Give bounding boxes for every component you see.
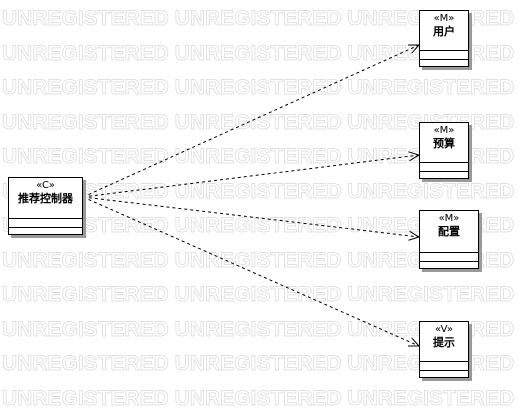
edge-to-user-arrowhead <box>407 44 421 54</box>
class-box-config[interactable]: «M» 配置 <box>419 210 479 269</box>
user-stereotype: «M» <box>433 13 455 24</box>
controller-name: 推荐控制器 <box>18 192 73 205</box>
attributes-compartment <box>420 162 468 171</box>
edge-to-config <box>82 196 420 238</box>
edge-to-budget <box>82 154 420 198</box>
attributes-compartment <box>420 361 468 370</box>
class-box-hint[interactable]: «V» 提示 <box>419 321 469 378</box>
edge-to-budget-arrowhead <box>408 151 421 162</box>
attributes-compartment <box>420 50 468 59</box>
user-name: 用户 <box>433 25 455 38</box>
budget-stereotype: «M» <box>433 125 455 136</box>
hint-name: 提示 <box>433 336 455 349</box>
budget-name: 预算 <box>433 137 455 150</box>
operations-compartment <box>420 261 478 270</box>
edge-to-hint <box>82 196 420 347</box>
attributes-compartment <box>420 252 478 261</box>
class-box-budget[interactable]: «M» 预算 <box>419 122 469 179</box>
operations-compartment <box>420 171 468 180</box>
edge-to-config-arrowhead <box>408 230 421 241</box>
hint-stereotype: «V» <box>435 324 453 335</box>
dependency-edges <box>82 44 421 347</box>
edge-to-user <box>82 44 420 198</box>
edge-to-hint-arrowhead <box>407 337 421 347</box>
class-box-user[interactable]: «M» 用户 <box>419 10 469 67</box>
operations-compartment <box>420 59 468 68</box>
class-box-controller[interactable]: «C» 推荐控制器 <box>8 177 83 235</box>
controller-stereotype: «C» <box>36 180 55 191</box>
operations-compartment <box>420 370 468 379</box>
config-name: 配置 <box>438 225 460 238</box>
operations-compartment <box>9 227 82 236</box>
attributes-compartment <box>9 218 82 227</box>
config-stereotype: «M» <box>438 213 460 224</box>
